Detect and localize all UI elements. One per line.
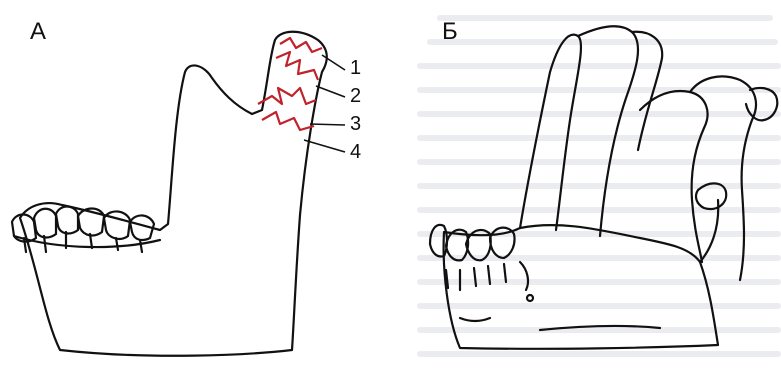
fracture-label-2: 2: [350, 86, 361, 106]
tooth: [34, 209, 56, 238]
panel-a: А: [0, 0, 400, 369]
leader-line-3: [310, 124, 345, 125]
fracture-label-3: 3: [350, 114, 361, 134]
fracture-label-1: 1: [350, 58, 361, 78]
ramus: [578, 26, 638, 236]
bone-fragment: [696, 183, 726, 209]
fracture-label-4: 4: [350, 142, 361, 162]
panel-b: Б: [400, 0, 781, 369]
fracture-line-4: [262, 112, 314, 130]
fracture-line-3: [258, 88, 316, 104]
mandible-a-drawing: [0, 0, 400, 369]
mandible-b-drawing: [400, 0, 781, 369]
fracture-line-1: [280, 38, 322, 52]
mandible-outline: [20, 32, 327, 356]
condylar-head: [746, 88, 777, 120]
fracture-line-2: [276, 52, 318, 80]
mental-foramen: [527, 295, 533, 301]
tooth: [56, 207, 78, 234]
leader-line-4: [304, 140, 345, 152]
mandible-body: [444, 225, 718, 349]
leader-line-2: [316, 86, 345, 97]
condyle-fragment: [640, 91, 708, 262]
coronoid-process: [520, 35, 581, 230]
